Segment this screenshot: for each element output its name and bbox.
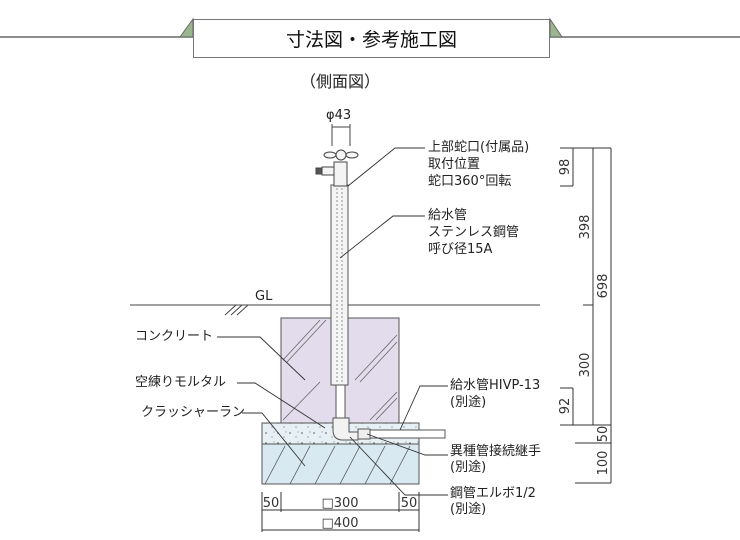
ground-hatch-icon xyxy=(224,304,249,316)
label-hivp-2: (別途) xyxy=(450,395,487,410)
dim-98: 98 xyxy=(558,159,573,176)
dim-698: 698 xyxy=(596,274,611,299)
label-pipe-2: ステンレス鋼管 xyxy=(428,225,520,240)
dim-300: 300 xyxy=(578,353,593,378)
label-hivp-1: 給水管HIVP-13 xyxy=(450,378,541,393)
label-faucet-1: 上部蛇口(付属品) xyxy=(428,140,530,155)
gravel-hatch xyxy=(264,445,411,485)
faucet-icon xyxy=(315,149,359,187)
dim-inner-300: □300 xyxy=(321,496,358,511)
vertical-dimensions xyxy=(560,147,612,484)
header-ornament-right xyxy=(549,17,563,38)
label-mortar: 空練りモルタル xyxy=(135,375,227,390)
label-crusher-run: クラッシャーラン xyxy=(141,405,246,420)
supply-pipe xyxy=(330,184,349,386)
dim-92: 92 xyxy=(558,398,573,415)
label-joint-2: (別途) xyxy=(450,460,487,475)
label-joint-1: 異種管接続継手 xyxy=(450,444,542,459)
ground-label: GL xyxy=(255,289,273,304)
label-faucet-2: 取付位置 xyxy=(428,157,481,172)
label-elbow-2: (別途) xyxy=(450,502,487,517)
label-concrete: コンクリート xyxy=(135,329,214,344)
leader-lines xyxy=(217,147,448,496)
lower-pipe xyxy=(335,384,346,420)
view-subtitle: （側面図） xyxy=(299,72,380,91)
label-elbow-1: 鋼管エルボ1/2 xyxy=(450,486,536,501)
label-pipe-1: 給水管 xyxy=(428,208,468,223)
dim-50: 50 xyxy=(596,426,611,443)
label-pipe-3: 呼び径15A xyxy=(428,242,493,257)
horizontal-dimensions xyxy=(261,492,420,532)
header-ornament-left xyxy=(179,17,194,38)
page-title: 寸法図・参考施工図 xyxy=(193,19,550,58)
diameter-label: φ43 xyxy=(326,108,352,123)
dim-right-50: 50 xyxy=(401,496,418,511)
dim-left-50: 50 xyxy=(263,496,280,511)
dim-100: 100 xyxy=(596,451,611,476)
dim-398: 398 xyxy=(578,215,593,240)
hivp-pipe xyxy=(369,429,446,439)
label-faucet-3: 蛇口360°回転 xyxy=(428,174,512,189)
elbow-joint xyxy=(332,417,359,441)
concrete-hatch xyxy=(282,319,398,421)
gravel-layer xyxy=(261,443,420,485)
diameter-dimension xyxy=(331,124,351,146)
dim-outer-400: □400 xyxy=(321,516,358,531)
